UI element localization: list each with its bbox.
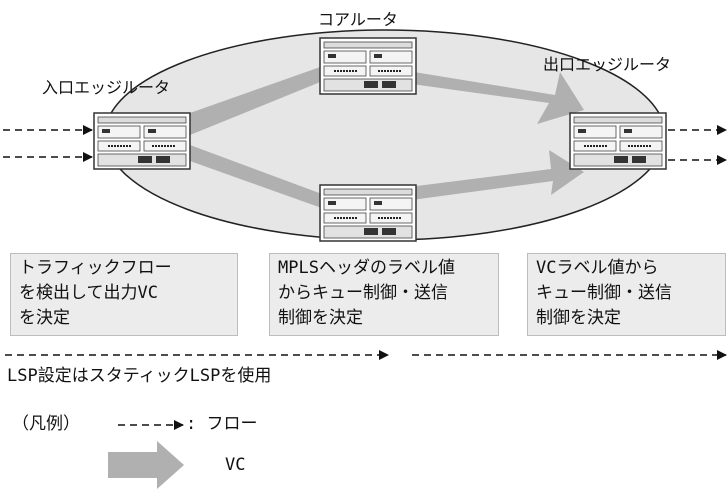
egress-router-label: 出口エッジルータ [543,55,672,74]
box-line: VCラベル値から [536,258,659,278]
legend-title: （凡例） [12,414,80,434]
egress-description-box: VCラベル値から キュー制御・送信 制御を決定 [527,253,726,336]
ingress-router-label: 入口エッジルータ [42,78,171,97]
ingress-router-icon [93,112,191,170]
legend-vc-label: VC [225,455,246,475]
legend-vc-arrow [108,441,184,489]
core-router-lower-icon [319,184,417,242]
egress-router-icon [569,112,667,170]
vc-arrow-upper [190,60,584,135]
core-router-upper-icon [319,37,417,95]
box-line: を決定 [19,308,70,328]
legend-flow-label: : フロー [186,414,258,434]
box-line: トラフィックフロー [19,258,172,278]
box-line: MPLSヘッダのラベル値 [278,258,455,278]
vc-arrow-lower [190,145,584,211]
box-line: からキュー制御・送信 [278,283,448,303]
lsp-note: LSP設定はスタティックLSPを使用 [7,366,272,386]
ingress-description-box: トラフィックフロー を検出して出力VC を決定 [10,253,238,336]
core-router-label: コアルータ [318,10,398,29]
box-line: 制御を決定 [536,308,621,328]
core-description-box: MPLSヘッダのラベル値 からキュー制御・送信 制御を決定 [269,253,499,336]
box-line: 制御を決定 [278,308,363,328]
box-line: キュー制御・送信 [536,283,672,303]
box-line: を検出して出力VC [19,283,158,303]
